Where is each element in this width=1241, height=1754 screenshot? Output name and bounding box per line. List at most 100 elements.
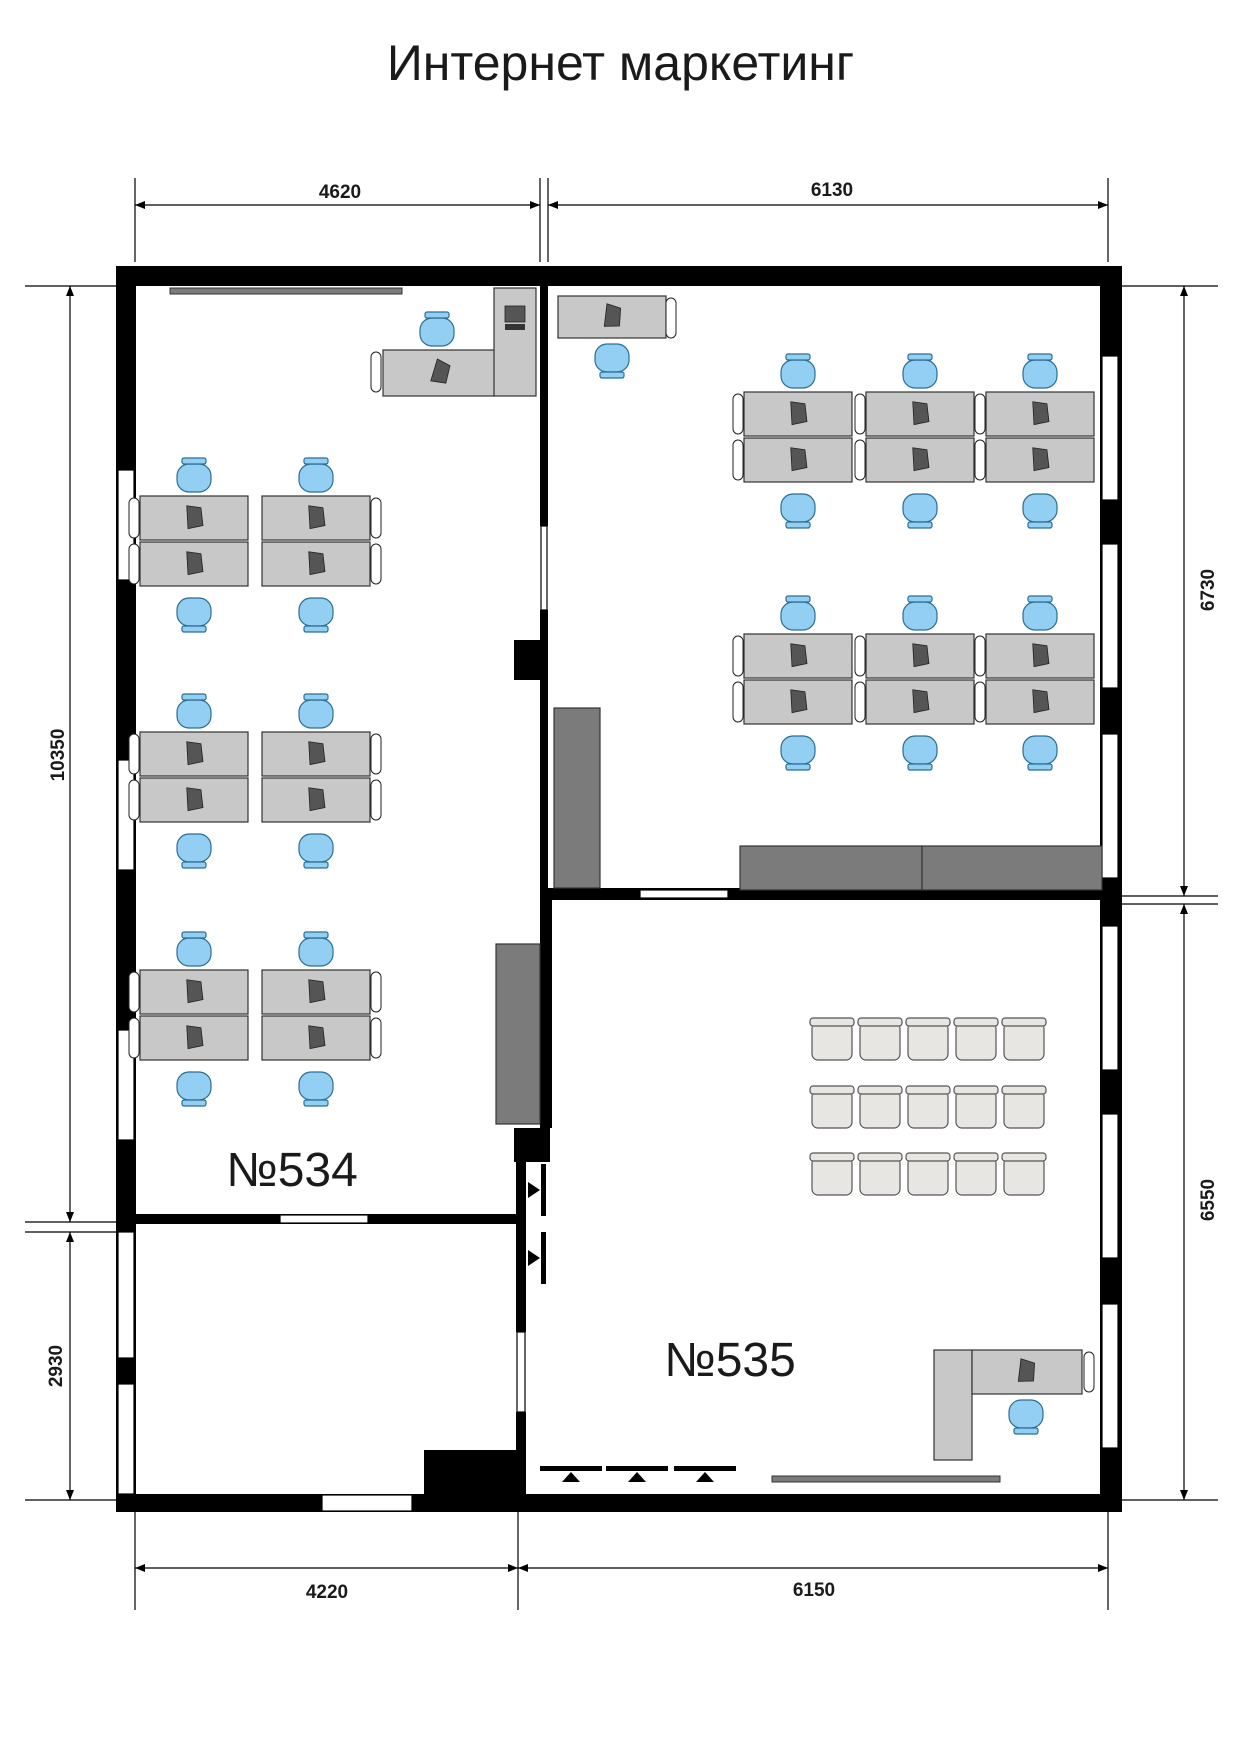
chair-back xyxy=(424,311,450,319)
chair-back xyxy=(303,457,329,465)
dim-right-lower: 6550 xyxy=(1198,1179,1219,1221)
laptop-icon xyxy=(308,741,326,766)
nameplate-icon xyxy=(370,779,382,821)
seat-back xyxy=(905,1017,951,1027)
nameplate-icon xyxy=(128,733,140,775)
dim-top-left: 4620 xyxy=(319,182,361,203)
door-leaf xyxy=(541,1232,546,1284)
seat-icon xyxy=(955,1156,997,1196)
chair-back xyxy=(181,931,207,939)
room-535-label: №535 xyxy=(664,1334,796,1387)
chair-back xyxy=(785,353,811,361)
nameplate-icon xyxy=(665,297,677,339)
seat-icon xyxy=(955,1089,997,1129)
nameplate-icon xyxy=(974,439,986,481)
chair-icon xyxy=(780,493,816,523)
laptop-icon xyxy=(790,401,808,426)
seat-icon xyxy=(907,1089,949,1129)
chair-back xyxy=(907,521,933,529)
dim-right-upper: 6730 xyxy=(1198,569,1219,611)
nameplate-icon xyxy=(732,393,744,435)
laptop-icon xyxy=(186,551,204,576)
nameplate-icon xyxy=(732,635,744,677)
nameplate-icon xyxy=(128,779,140,821)
dim-bottom-left: 4220 xyxy=(306,1582,348,1603)
nameplate-icon xyxy=(128,497,140,539)
chair-icon xyxy=(780,735,816,765)
laptop-icon xyxy=(912,643,930,668)
laptop-icon xyxy=(790,643,808,668)
seat-icon xyxy=(1003,1021,1045,1061)
nameplate-icon xyxy=(854,635,866,677)
chair-icon xyxy=(1022,735,1058,765)
chair-icon xyxy=(298,1071,334,1101)
chair-icon xyxy=(1022,493,1058,523)
desk xyxy=(493,287,537,397)
desk xyxy=(261,495,371,541)
page-title: Интернет маркетинг xyxy=(386,35,855,91)
bench xyxy=(606,1466,668,1471)
seat-back xyxy=(857,1152,903,1162)
seat-back xyxy=(1001,1085,1047,1095)
chair-icon xyxy=(780,601,816,631)
seat-icon xyxy=(1003,1156,1045,1196)
seat-back xyxy=(857,1085,903,1095)
bench-leg xyxy=(562,1472,580,1482)
chair-back xyxy=(303,693,329,701)
chair-back xyxy=(907,595,933,603)
cabinet xyxy=(495,943,541,1125)
laptop-icon xyxy=(308,505,326,530)
seat-icon xyxy=(955,1021,997,1061)
nameplate-icon xyxy=(128,971,140,1013)
chair-icon xyxy=(780,359,816,389)
nameplate-icon xyxy=(128,1017,140,1059)
chair-icon xyxy=(298,833,334,863)
laptop-icon xyxy=(186,741,204,766)
chair-back xyxy=(181,625,207,633)
dim-left-lower: 2930 xyxy=(46,1345,67,1387)
chair-back xyxy=(303,1099,329,1107)
dim-left-upper: 10350 xyxy=(48,729,69,782)
laptop-icon xyxy=(186,787,204,812)
laptop-icon xyxy=(1032,689,1050,714)
nameplate-icon xyxy=(974,393,986,435)
keyboard-icon xyxy=(505,324,525,330)
nameplate-icon xyxy=(370,971,382,1013)
chair-back xyxy=(785,521,811,529)
cabinet xyxy=(553,707,601,889)
cabinet xyxy=(921,845,1103,891)
nameplate-icon xyxy=(732,681,744,723)
seat-back xyxy=(905,1085,951,1095)
nameplate-icon xyxy=(854,681,866,723)
chair-back xyxy=(599,371,625,379)
chair-icon xyxy=(176,597,212,627)
laptop-icon xyxy=(308,1025,326,1050)
chair-icon xyxy=(176,937,212,967)
desk xyxy=(933,1349,973,1461)
chair-icon xyxy=(1022,601,1058,631)
chair-icon xyxy=(176,699,212,729)
chair-icon xyxy=(298,597,334,627)
seat-back xyxy=(905,1152,951,1162)
chair-icon xyxy=(419,317,455,347)
seat-back xyxy=(953,1017,999,1027)
cabinet xyxy=(739,845,923,891)
nameplate-icon xyxy=(370,543,382,585)
bench xyxy=(540,1466,602,1471)
nameplate-icon xyxy=(370,351,382,393)
desk xyxy=(557,295,667,339)
monitor-icon xyxy=(504,305,526,323)
nameplate-icon xyxy=(1083,1351,1095,1393)
seat-back xyxy=(953,1085,999,1095)
chair-back xyxy=(1027,595,1053,603)
seat-icon xyxy=(859,1156,901,1196)
seat-back xyxy=(1001,1152,1047,1162)
chair-icon xyxy=(298,937,334,967)
laptop-icon xyxy=(1017,1358,1036,1382)
nameplate-icon xyxy=(732,439,744,481)
laptop-icon xyxy=(912,689,930,714)
chair-back xyxy=(1027,353,1053,361)
chair-icon xyxy=(176,463,212,493)
laptop-icon xyxy=(186,1025,204,1050)
seat-icon xyxy=(859,1021,901,1061)
